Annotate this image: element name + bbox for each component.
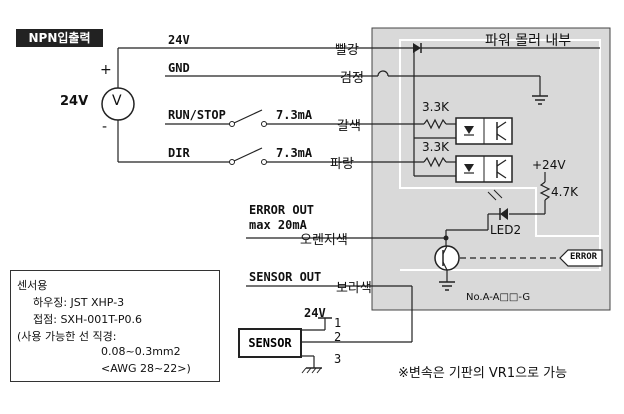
label-current-1: 7.3mA: [276, 108, 313, 122]
resistor-r2: [423, 156, 447, 168]
sensor-24v-label: 24V: [304, 306, 326, 320]
sensor-pin-1: 1: [334, 316, 342, 330]
note-line-4: (사용 가능한 선 직경:: [17, 330, 117, 343]
label-run-stop: RUN/STOP: [168, 108, 226, 122]
resistor-r3: [539, 181, 551, 201]
resistor-r1-value: 3.3K: [422, 100, 449, 114]
label-dir: DIR: [168, 146, 190, 160]
supply-plus: +: [100, 62, 112, 78]
resistor-r2-value: 3.3K: [422, 140, 449, 154]
sensor-box: SENSOR: [238, 328, 302, 358]
error-tag-shape: [559, 249, 603, 267]
label-error-max: max 20mA: [249, 218, 307, 232]
footnote: ※변속은 기판의 VR1으로 가능: [398, 366, 568, 381]
note-line-5: 0.08~0.3mm2: [101, 345, 181, 358]
note-line-3: 접점: SXH-001T-P0.6: [33, 313, 143, 326]
error-tag-label: ERROR: [570, 252, 598, 262]
connector-note-box: 센서용 하우징: JST XHP-3 접점: SXH-001T-P0.6 (사용…: [10, 270, 220, 382]
supply-minus: -: [102, 119, 108, 135]
led2: [500, 208, 508, 220]
model-number: No.A-A□□-G: [466, 292, 531, 303]
label-current-2: 7.3mA: [276, 146, 313, 160]
inner-outline: [399, 39, 601, 237]
wire-color-red: 빨강: [335, 43, 359, 58]
housing-label: 파워 몰러 내부: [485, 33, 572, 49]
resistor-r1: [423, 118, 447, 130]
note-line-2: 하우징: JST XHP-3: [33, 296, 125, 309]
note-line-6: <AWG 28~22>): [101, 362, 191, 375]
voltmeter-symbol: V: [112, 93, 122, 109]
resistor-r3-value: 4.7K: [551, 185, 578, 199]
label-sensor-out: SENSOR OUT: [249, 270, 322, 284]
wire-color-orange: 오렌지색: [300, 233, 348, 248]
sensor-pin-2: 2: [334, 330, 342, 344]
led2-label: LED2: [490, 223, 522, 237]
wire-color-blue: 파랑: [330, 157, 354, 172]
vcc-label: +24V: [532, 158, 566, 172]
label-24v: 24V: [168, 33, 190, 47]
inner-outline-2: [400, 236, 601, 271]
sensor-pin-3: 3: [334, 352, 342, 366]
diode: [413, 43, 421, 53]
note-line-1: 센서용: [17, 279, 48, 292]
io-type-tag: NPN입출력: [16, 29, 103, 47]
wire-color-black: 검정: [340, 71, 364, 86]
wire-color-brown: 갈색: [337, 119, 361, 134]
transistor: [434, 245, 460, 271]
label-gnd: GND: [168, 61, 190, 75]
label-error-out: ERROR OUT: [249, 203, 315, 217]
wire-color-purple: 보라색: [336, 281, 372, 296]
supply-voltage: 24V: [60, 94, 89, 109]
